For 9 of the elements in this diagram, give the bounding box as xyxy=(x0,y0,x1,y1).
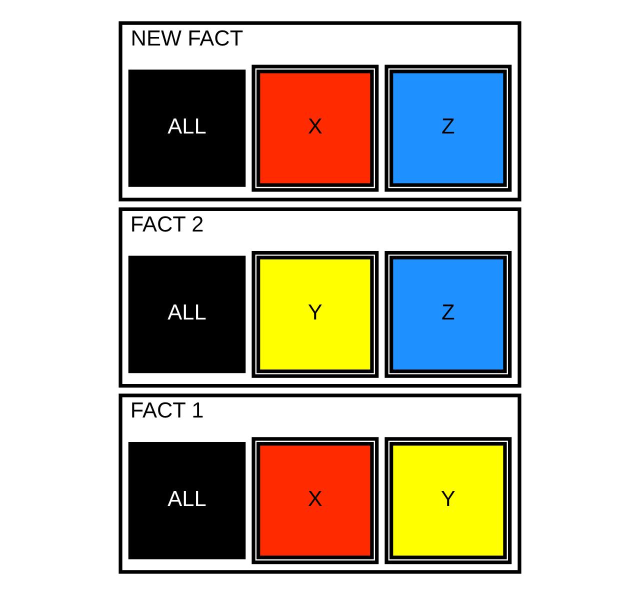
node-box: Y xyxy=(252,250,379,378)
node-box: ALL xyxy=(128,442,246,560)
node-box: Y xyxy=(384,437,512,564)
node-box: ALL xyxy=(128,70,246,187)
node-box: Z xyxy=(384,64,512,192)
node-box: ALL xyxy=(128,256,246,374)
node-box: Z xyxy=(384,250,512,378)
node-box: X xyxy=(252,64,379,192)
node-box: X xyxy=(252,437,379,564)
